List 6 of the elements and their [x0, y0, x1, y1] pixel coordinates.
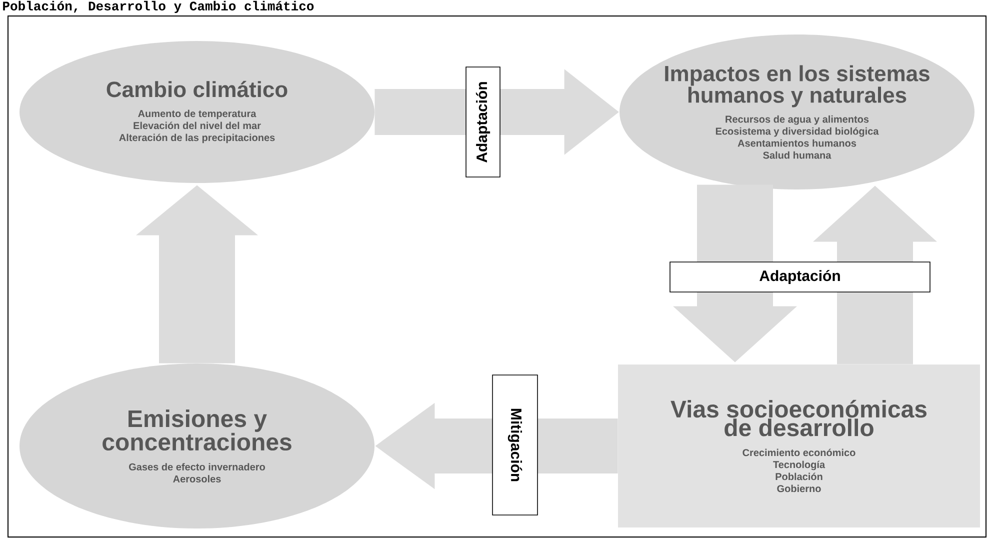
title: Población, Desarrollo y Cambio climático	[3, 0, 314, 14]
edge-label: Adaptación	[466, 66, 500, 178]
block-arrow	[136, 185, 258, 364]
topic-box: Vias socioeconómicas de desarrollo Crecimiento económico Tecnología Población Gobierno	[618, 364, 980, 528]
edge-label: Mitigación	[492, 374, 538, 516]
edge-label: Adaptación	[670, 262, 930, 292]
